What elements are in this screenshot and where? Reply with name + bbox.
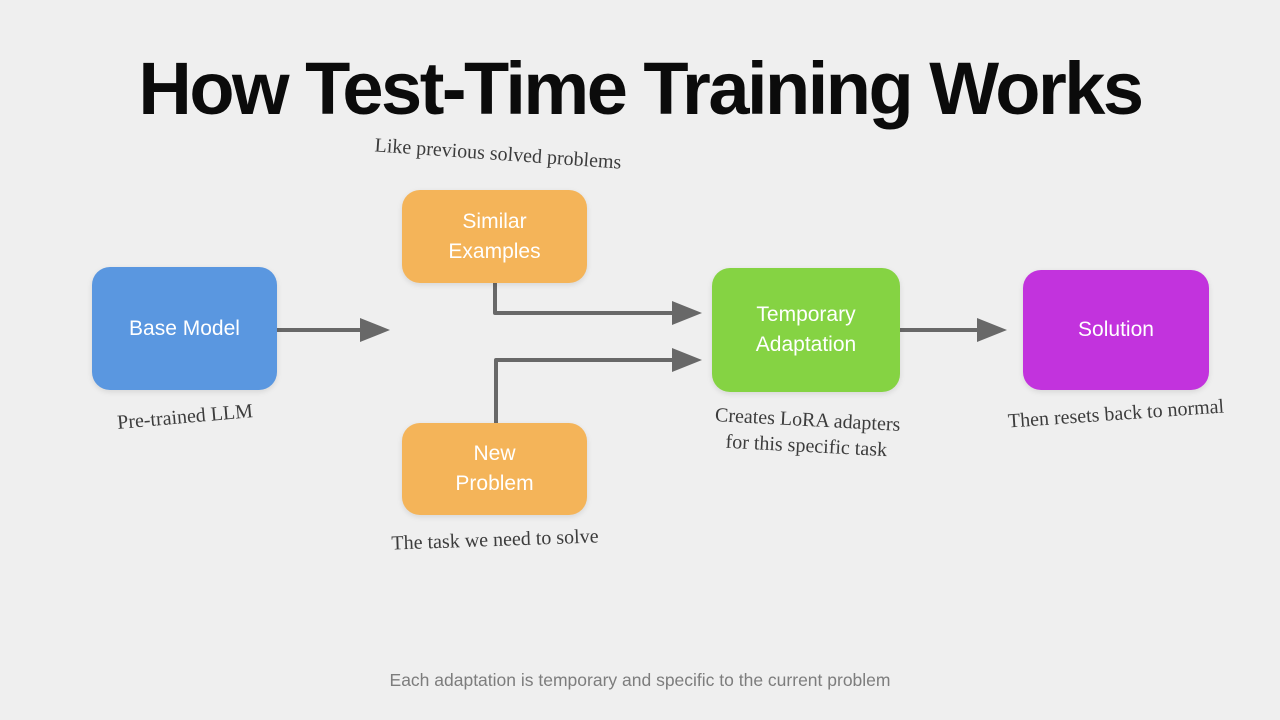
node-new-problem-label-line2: Problem [455, 472, 534, 495]
footer-caption: Each adaptation is temporary and specifi… [389, 670, 891, 690]
node-base-model-label: Base Model [129, 316, 240, 340]
node-similar-examples: Similar Examples [402, 190, 587, 283]
node-similar-examples-label-line1: Similar [462, 209, 527, 233]
arrowhead-base-model-right [360, 318, 390, 342]
annotation-new-problem: The task we need to solve [391, 525, 599, 555]
node-solution-label: Solution [1078, 318, 1154, 341]
annotation-temporary-adaptation: Creates LoRA adapters for this specific … [713, 402, 901, 464]
annotation-base-model: Pre-trained LLM [116, 400, 254, 434]
node-temporary-adaptation-label-line2: Adaptation [755, 333, 857, 356]
arrow-problem-to-adaptation [494, 358, 672, 423]
arrowhead-adaptation-to-solution [977, 318, 1007, 342]
node-similar-examples-label-line2: Examples [448, 239, 541, 263]
page-title: How Test-Time Training Works [138, 47, 1144, 130]
node-temporary-adaptation-label-line1: Temporary [756, 303, 856, 326]
arrowhead-similar-to-adaptation [672, 301, 702, 325]
node-base-model: Base Model [92, 267, 277, 390]
annotation-solution: Then resets back to normal [1007, 395, 1225, 433]
node-new-problem-label-line1: New [473, 442, 516, 465]
arrow-similar-to-adaptation [493, 283, 672, 315]
annotation-similar-examples: Like previous solved problems [373, 134, 623, 174]
node-new-problem: New Problem [402, 423, 587, 515]
node-temporary-adaptation: Temporary Adaptation [712, 268, 900, 392]
arrowhead-problem-to-adaptation [672, 348, 702, 372]
node-solution: Solution [1023, 270, 1209, 390]
